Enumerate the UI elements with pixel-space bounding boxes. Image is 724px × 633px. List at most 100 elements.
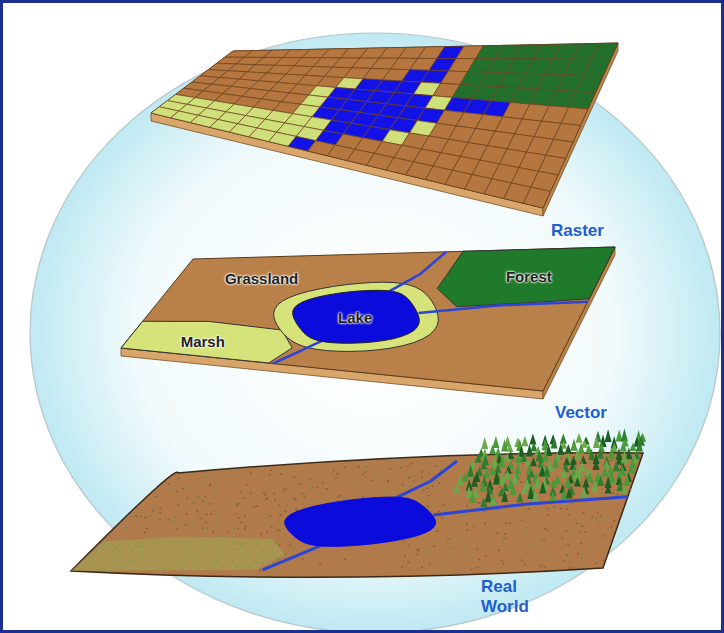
ground-speck <box>407 466 409 467</box>
raster-cell <box>523 187 550 208</box>
ground-speck <box>524 564 526 565</box>
ground-speck <box>168 519 170 520</box>
tree <box>601 466 608 477</box>
ground-speck <box>177 504 179 505</box>
ground-speck <box>263 492 265 493</box>
ground-speck <box>428 550 430 551</box>
ground-speck <box>466 529 468 530</box>
ground-speck <box>434 466 436 467</box>
ground-speck <box>572 532 574 533</box>
ground-speck <box>445 510 447 511</box>
ground-speck <box>197 497 199 498</box>
ground-speck <box>566 554 568 555</box>
ground-speck <box>488 528 490 529</box>
raster-cell <box>561 107 588 125</box>
ground-speck <box>609 460 611 461</box>
ground-speck <box>416 549 418 550</box>
ground-speck <box>145 517 147 518</box>
tree <box>493 472 500 485</box>
river-line <box>389 252 447 292</box>
ground-speck <box>236 505 238 506</box>
ground-speck <box>196 511 198 512</box>
ground-speck <box>547 514 549 515</box>
region-label: Forest <box>506 268 552 285</box>
ground-speck <box>204 476 206 477</box>
ground-speck <box>520 481 522 482</box>
ground-speck <box>275 531 277 532</box>
tree <box>613 460 620 471</box>
ground-speck <box>186 498 188 499</box>
ground-speck <box>246 484 248 485</box>
ground-speck <box>279 530 281 531</box>
ground-speck <box>577 553 579 554</box>
ground-speck <box>275 486 277 487</box>
ground-speck <box>511 533 513 534</box>
ground-speck <box>277 529 279 530</box>
ground-speck <box>598 465 600 466</box>
ground-speck <box>476 548 478 549</box>
ground-speck <box>572 567 574 568</box>
tree <box>492 436 499 448</box>
ground-speck <box>602 559 604 560</box>
river-line <box>419 302 588 313</box>
tree <box>597 448 604 458</box>
ground-speck <box>384 490 386 491</box>
ground-speck <box>581 482 583 483</box>
vector-layer <box>121 247 615 399</box>
tree <box>481 437 488 449</box>
tree <box>550 492 557 501</box>
tree <box>542 448 549 461</box>
tree <box>593 435 600 448</box>
ground-speck <box>530 544 532 545</box>
ground-speck <box>606 519 608 520</box>
ground-speck <box>526 527 528 528</box>
tree <box>480 459 487 469</box>
ground-speck <box>250 493 252 494</box>
ground-speck <box>521 520 523 521</box>
ground-speck <box>140 516 142 517</box>
ground-speck <box>541 540 543 541</box>
ground-speck <box>503 563 505 564</box>
ground-speck <box>556 488 558 489</box>
tree <box>510 485 517 495</box>
marsh-ring <box>274 282 439 351</box>
ground-speck <box>448 547 450 548</box>
ground-speck <box>401 566 403 567</box>
ground-speck <box>355 482 357 483</box>
ground-speck <box>421 470 423 471</box>
region-label: Grassland <box>225 270 298 287</box>
ground-speck <box>583 512 585 513</box>
tree <box>636 439 643 452</box>
ground-speck <box>568 514 570 515</box>
ground-speck <box>580 531 582 532</box>
ground-speck <box>427 506 429 507</box>
tree <box>573 468 580 481</box>
ground-speck <box>321 493 323 494</box>
ground-speck <box>591 517 593 518</box>
ground-speck <box>416 554 418 555</box>
tree <box>624 473 631 486</box>
tree <box>617 481 624 491</box>
ground-speck <box>469 554 471 555</box>
ground-speck <box>585 476 587 477</box>
ground-speck <box>206 476 208 477</box>
ground-speck <box>432 485 434 486</box>
ground-speck <box>479 502 481 503</box>
ground-speck <box>259 569 261 570</box>
tree <box>489 445 496 455</box>
ground-speck <box>293 497 295 498</box>
ground-speck <box>278 539 280 540</box>
tree <box>592 479 599 492</box>
ground-speck <box>210 514 212 515</box>
ground-speck <box>278 505 280 506</box>
tree <box>592 459 599 470</box>
ground-speck <box>501 560 503 561</box>
layer-label: Raster <box>551 221 604 241</box>
layer-label: Vector <box>555 403 607 423</box>
tree <box>565 444 572 454</box>
ground-speck <box>421 471 423 472</box>
raster-cell <box>576 75 603 92</box>
ground-speck <box>227 532 229 533</box>
tree <box>571 438 578 450</box>
ground-speck <box>337 473 339 474</box>
